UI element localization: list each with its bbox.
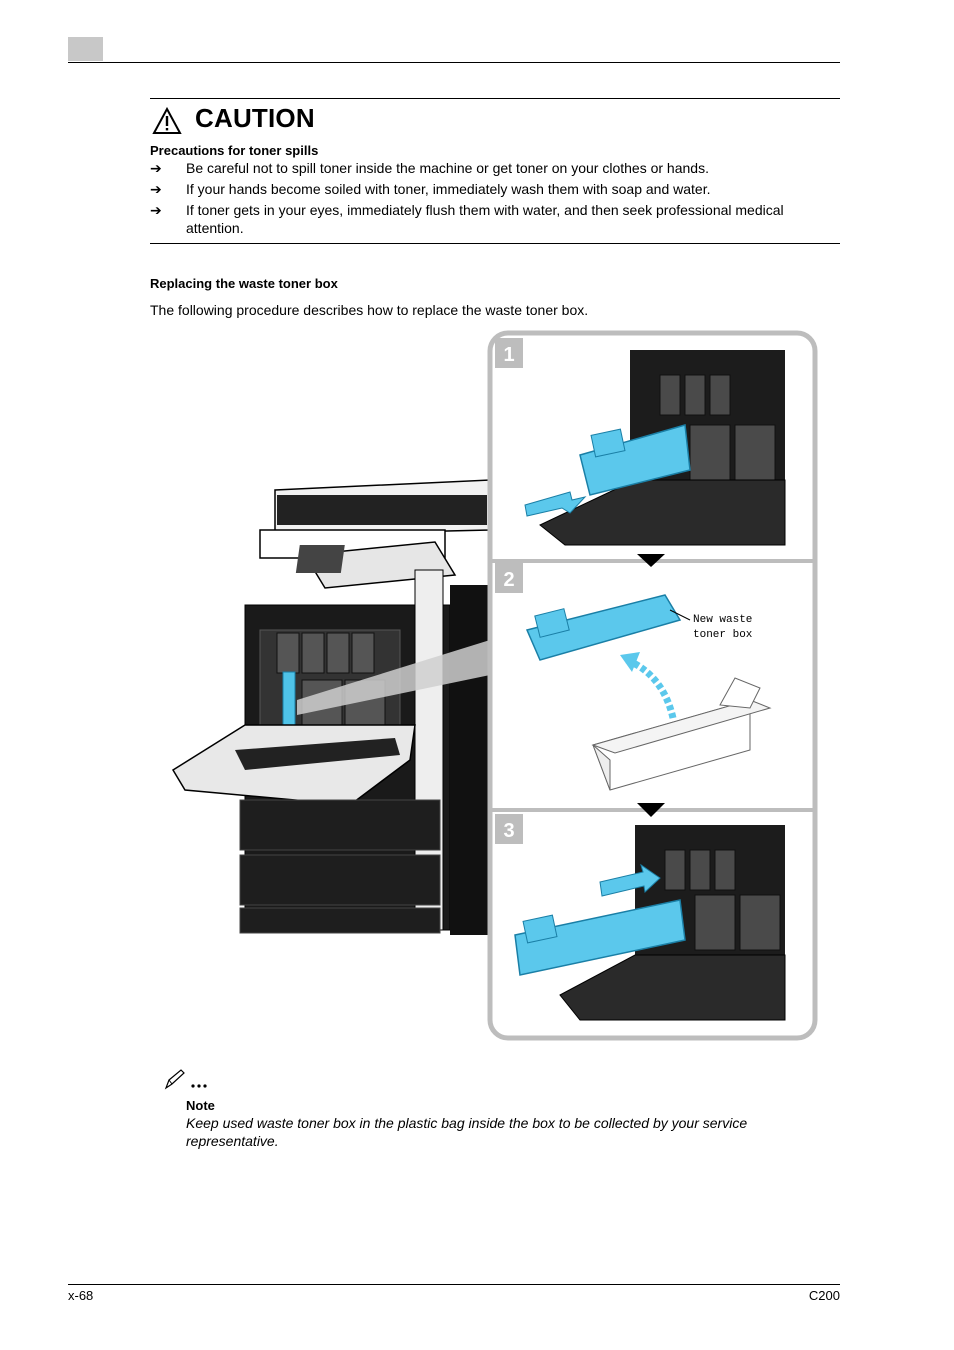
header-tab-marker	[68, 37, 103, 61]
pencil-note-icon	[164, 1069, 207, 1090]
note-text: Keep used waste toner box in the plastic…	[186, 1115, 748, 1149]
bullet-text: If your hands become soiled with toner, …	[186, 181, 711, 197]
intro-text: The following procedure describes how to…	[150, 302, 589, 318]
bullet-text: If toner gets in your eyes, immediately …	[186, 202, 784, 236]
page-number: x-68	[68, 1288, 94, 1303]
model-name: C200	[808, 1288, 840, 1303]
new-waste-toner-box-label-line2: toner box	[693, 629, 753, 641]
waste-toner-replacement-illustration: 1 2 3 New waste toner box	[171, 330, 818, 1041]
arrow-icon: ➔	[150, 202, 162, 218]
step3-illustration	[514, 825, 786, 1021]
bullet-text: Be careful not to spill toner inside the…	[186, 160, 709, 176]
caution-subhead: Precautions for toner spills	[150, 143, 319, 158]
footer-rule	[68, 1284, 840, 1285]
section-title: Replacing the waste toner box	[150, 276, 338, 291]
caution-bottom-rule	[150, 243, 840, 244]
step1-illustration	[524, 350, 786, 546]
header-rule	[68, 62, 840, 63]
step-number: 3	[503, 820, 514, 842]
copier-machine-illustration	[171, 479, 491, 935]
step2-illustration: New waste toner box	[525, 594, 772, 791]
step-number: 2	[503, 569, 514, 591]
arrow-icon: ➔	[150, 160, 162, 176]
new-waste-toner-box-label-line1: New waste	[693, 614, 752, 626]
arrow-icon: ➔	[150, 181, 162, 197]
note-label: Note	[186, 1098, 215, 1113]
step-number: 1	[503, 344, 514, 366]
warning-triangle-icon	[152, 107, 182, 134]
caution-top-rule	[150, 98, 840, 99]
caution-title: CAUTION	[195, 103, 315, 133]
